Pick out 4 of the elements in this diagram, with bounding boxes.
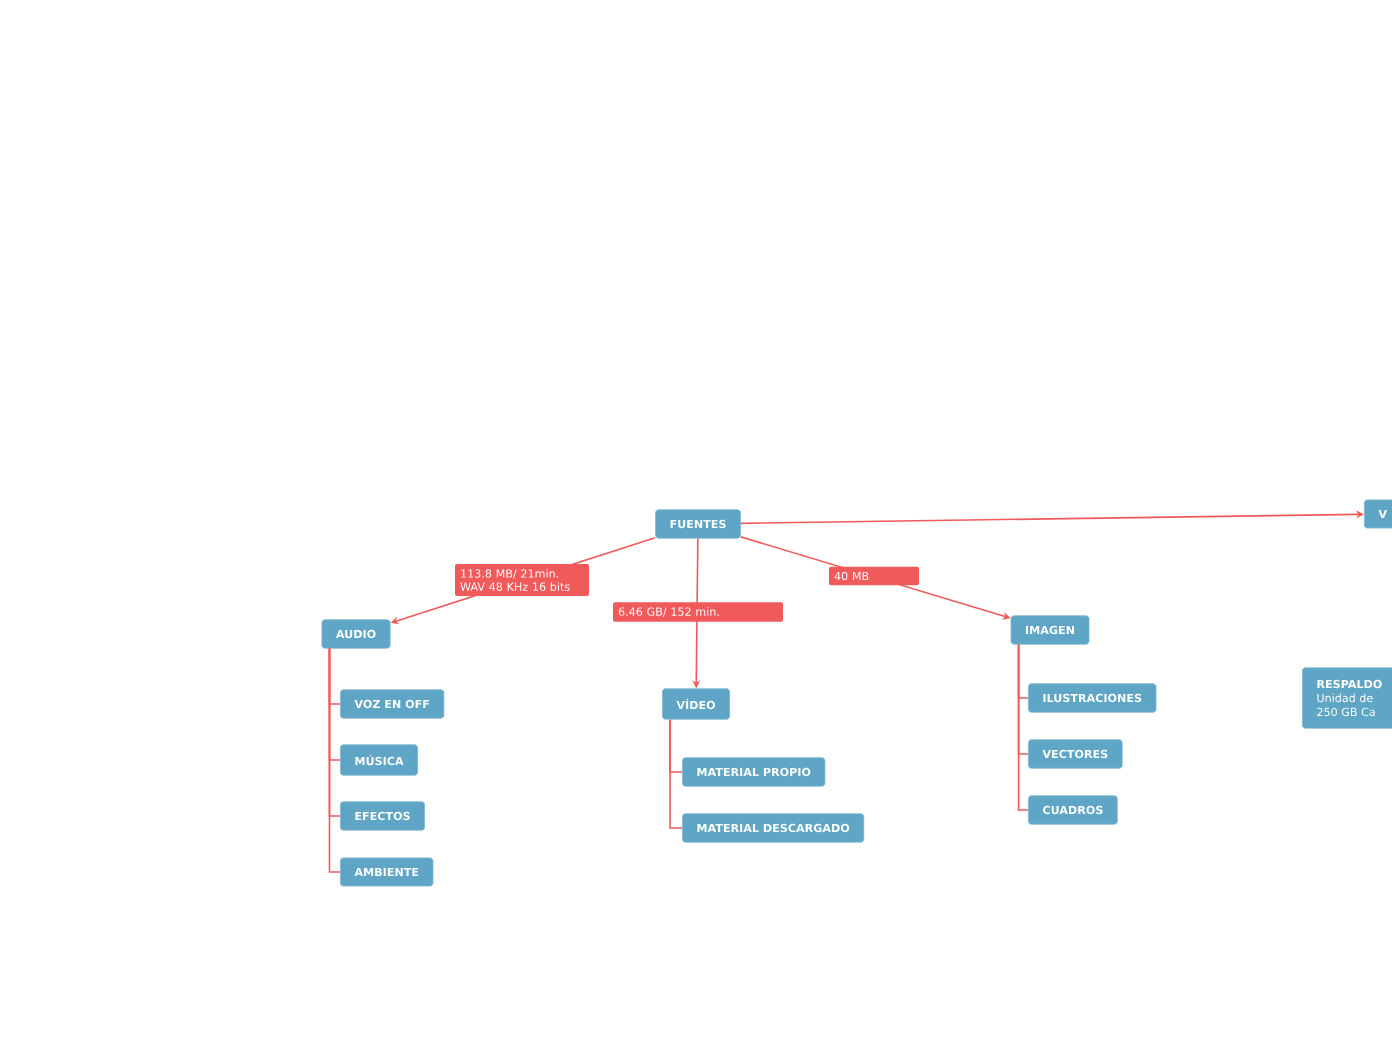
arrow: [740, 510, 1364, 525]
connector-line: [669, 718, 683, 829]
connector-line: [328, 647, 341, 873]
connector-line: [1017, 643, 1029, 811]
